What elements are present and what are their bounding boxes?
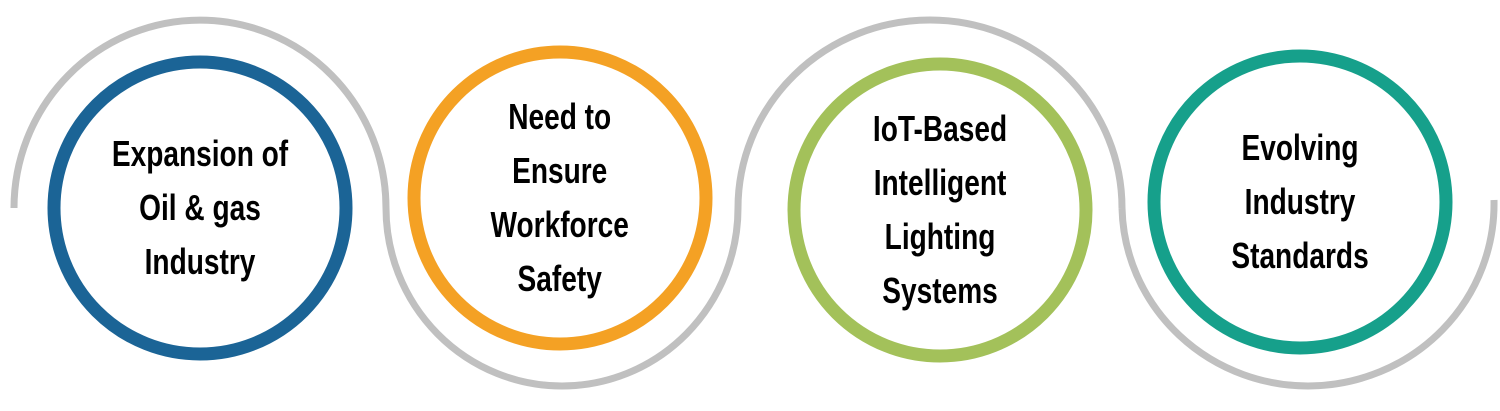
item-1: Expansion of Oil & gas Industry [50, 58, 350, 358]
circle-2 [407, 45, 713, 351]
item-4: Evolving Industry Standards [1150, 52, 1450, 352]
circle-3 [787, 57, 1093, 363]
item-2-label: Need to Ensure Workforce Safety [490, 96, 630, 299]
connector-arc-2 [382, 207, 742, 390]
item-3-label: IoT-Based Intelligent Lighting Systems [872, 108, 1008, 311]
circle-4 [1147, 49, 1453, 355]
item-1-label: Expansion of Oil & gas Industry [111, 133, 289, 282]
connector-arc-1 [10, 16, 390, 209]
connector-arc-3 [734, 16, 1126, 209]
item-4-label: Evolving Industry Standards [1231, 127, 1369, 276]
connector-arc-4 [1118, 199, 1498, 390]
item-3: IoT-Based Intelligent Lighting Systems [790, 60, 1090, 360]
item-2: Need to Ensure Workforce Safety [410, 48, 710, 348]
circle-1 [47, 55, 353, 361]
